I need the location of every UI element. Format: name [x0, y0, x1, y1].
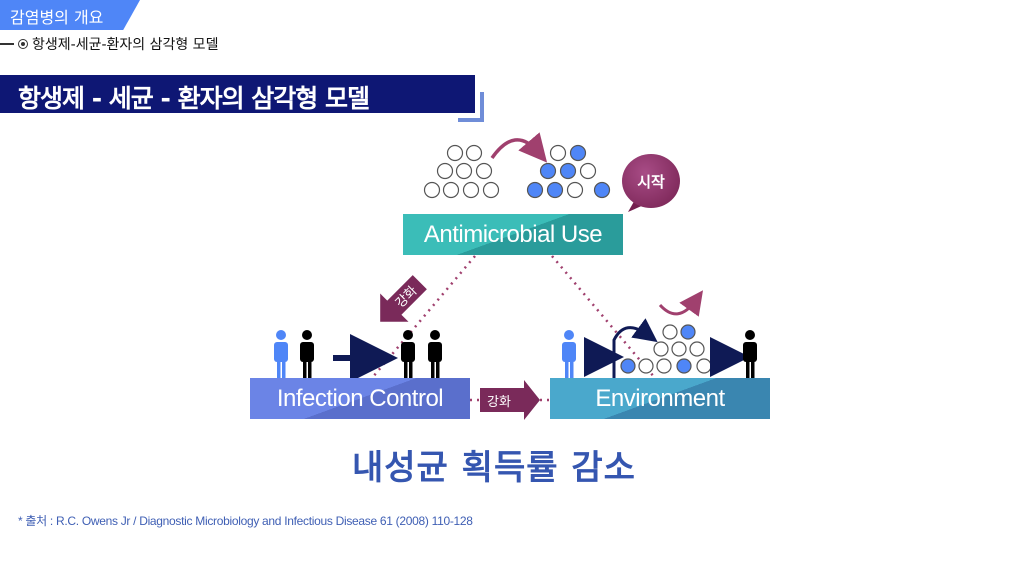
- page-title: 항생제 - 세균 - 환자의 삼각형 모델: [18, 84, 370, 113]
- person-icon-black: [743, 330, 757, 378]
- bacteria-environment: [620, 324, 712, 374]
- curved-arrow-icon: [490, 132, 548, 163]
- subtitle-line-icon: [0, 43, 14, 45]
- bullet-icon: [18, 39, 28, 49]
- title-bar: 항생제 - 세균 - 환자의 삼각형 모델: [0, 75, 475, 113]
- person-icon-black: [428, 330, 442, 378]
- start-badge: 시작: [622, 154, 680, 208]
- node-label: Environment: [595, 384, 725, 412]
- person-icon-blue: [562, 330, 576, 378]
- curved-arrow-navy-icon: [612, 318, 658, 378]
- reinforce-arrow-horizontal: [480, 380, 540, 420]
- result-text: 내성균 획득률 감소: [352, 448, 636, 488]
- section-tab[interactable]: 감염병의 개요: [0, 0, 140, 30]
- reinforce-arrow-diagonal: 강화: [380, 275, 427, 322]
- dotted-link-top-right: [551, 255, 656, 379]
- reinforce-label-horizontal: 강화: [487, 395, 511, 410]
- node-label: Antimicrobial Use: [423, 220, 603, 248]
- node-environment: Environment: [550, 378, 770, 419]
- title-corner-decoration: [458, 92, 484, 122]
- person-icon-black: [300, 330, 314, 378]
- node-infection-control: Infection Control: [250, 378, 470, 419]
- start-badge-label: 시작: [637, 172, 665, 191]
- person-icon-blue: [274, 330, 288, 378]
- subtitle: 항생제-세균-환자의 삼각형 모델: [0, 34, 218, 54]
- node-antimicrobial-use: Antimicrobial Use: [403, 214, 623, 255]
- section-tab-label: 감염병의 개요: [10, 8, 104, 27]
- subtitle-text: 항생제-세균-환자의 삼각형 모델: [32, 37, 219, 53]
- source-citation: * 출처 : R.C. Owens Jr / Diagnostic Microb…: [18, 514, 473, 528]
- bacteria-before: [423, 144, 500, 199]
- bacteria-after: [526, 144, 611, 199]
- cycle-arrow-icon: [658, 290, 704, 317]
- node-label: Infection Control: [276, 384, 444, 412]
- person-icon-black: [401, 330, 415, 378]
